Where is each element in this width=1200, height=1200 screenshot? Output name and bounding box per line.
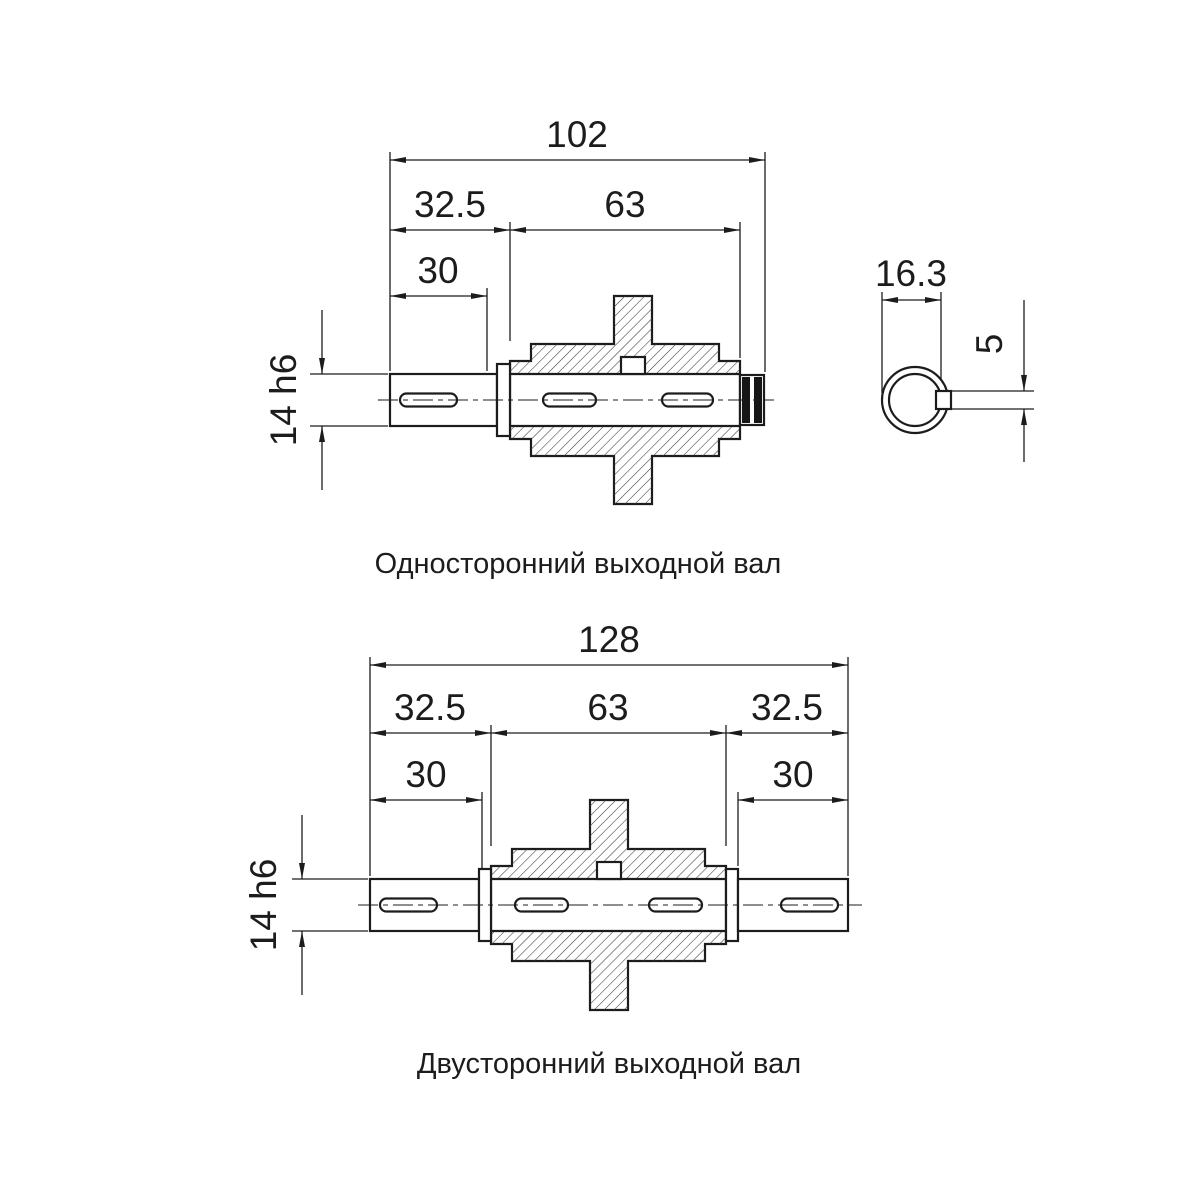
housing-hatch-lower bbox=[491, 931, 726, 1010]
dim-body-length-top: 63 bbox=[604, 184, 645, 225]
hub-key-section bbox=[595, 860, 623, 881]
dim-overall-length-top: 102 bbox=[546, 114, 608, 155]
shaft-section-view-bottom bbox=[358, 798, 862, 1012]
shaft-end-view bbox=[880, 365, 953, 435]
dim-across-end-view: 16.3 bbox=[875, 253, 947, 294]
dim-overall-length-bottom: 128 bbox=[578, 619, 640, 660]
dim-body-length-bottom: 63 bbox=[587, 687, 628, 728]
single-sided-shaft-drawing: 102 32.5 63 30 14 h6 16.3 5 Односторонни… bbox=[263, 114, 1034, 580]
double-sided-shaft-drawing: 128 32.5 63 32.5 30 30 14 h6 Двусторонни… bbox=[243, 619, 862, 1080]
dim-hub-length-left: 32.5 bbox=[394, 687, 466, 728]
hub-key-section bbox=[619, 355, 647, 376]
dim-key-length-top: 30 bbox=[417, 250, 458, 291]
caption-double-sided: Двусторонний выходной вал bbox=[417, 1048, 801, 1080]
dim-shaft-diameter-top: 14 h6 bbox=[263, 354, 304, 447]
extension-lines-bottom bbox=[292, 657, 849, 932]
extension-lines-top bbox=[310, 152, 1034, 427]
caption-single-sided: Односторонний выходной вал bbox=[375, 548, 782, 580]
housing-hatch-upper bbox=[510, 296, 740, 374]
housing-hatch-upper bbox=[491, 800, 726, 879]
housing-hatch-lower bbox=[510, 426, 740, 504]
dim-key-length-right: 30 bbox=[772, 754, 813, 795]
dim-hub-length-right: 32.5 bbox=[751, 687, 823, 728]
keyway-cut bbox=[934, 389, 953, 411]
dim-key-length-left: 30 bbox=[405, 754, 446, 795]
shaft-section-view-top bbox=[378, 294, 774, 506]
dim-shaft-diameter-bottom: 14 h6 bbox=[243, 859, 284, 952]
dimension-lines-top bbox=[319, 157, 1027, 490]
dimension-lines-bottom bbox=[299, 662, 848, 995]
dim-hub-length-top: 32.5 bbox=[414, 184, 486, 225]
dim-keyway-end-view: 5 bbox=[969, 334, 1010, 355]
